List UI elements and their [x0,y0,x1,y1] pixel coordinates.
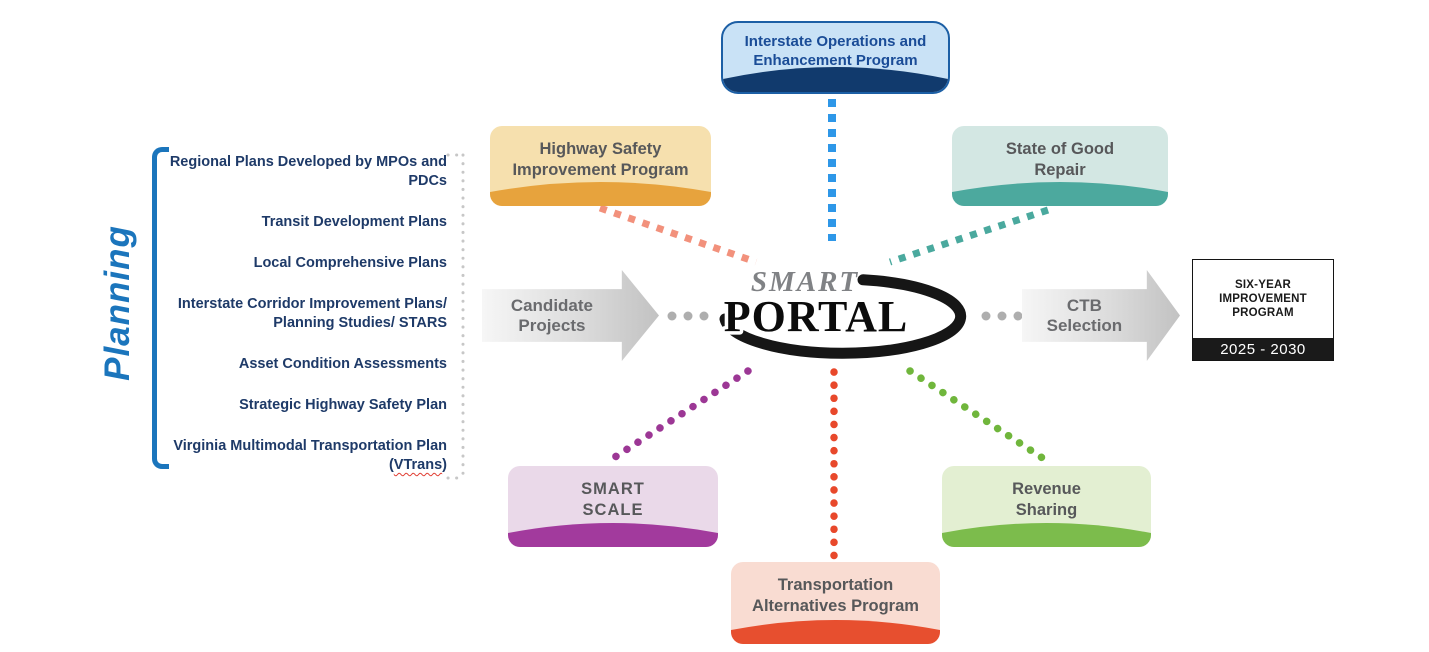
program-box-label: Highway Safety Improvement Program [512,140,689,179]
planning-bracket [152,147,169,469]
smart-portal-logo: SMART PORTAL [719,266,967,359]
planning-item: Local Comprehensive Plans [253,255,447,271]
planning-item-vtrans: Virginia Multimodal Transportation Plan … [167,437,447,475]
vtrans-prefix: Virginia Multimodal Transportation Plan … [173,438,447,473]
program-box-label: Transportation Alternatives Program [752,576,919,615]
ctb-selection-arrow: CTB Selection [1022,270,1180,361]
swoosh-decoration [952,182,1168,206]
planning-rotated-label: Planning [98,225,137,381]
portal-oval-swoosh-icon [719,274,967,359]
swoosh-decoration [508,523,718,547]
program-box-label: Interstate Operations and Enhancement Pr… [744,33,927,69]
syip-box: SIX-YEAR IMPROVEMENT PROGRAM 2025 - 2030 [1192,259,1334,361]
swoosh-decoration [723,67,948,92]
syip-title-text: SIX-YEAR IMPROVEMENT PROGRAM [1219,279,1307,319]
planning-item: Strategic Highway Safety Plan [239,397,447,413]
candidate-projects-arrow: Candidate Projects [482,270,659,361]
program-box-interstate-operations: Interstate Operations and Enhancement Pr… [721,21,950,94]
planning-item: Transit Development Plans [261,214,447,230]
program-box-smart-scale: SMART SCALE [508,466,718,547]
program-box-highway-safety: Highway Safety Improvement Program [490,126,711,206]
syip-years-band: 2025 - 2030 [1193,338,1333,360]
logo-portal-text: PORTAL [724,292,909,341]
planning-item: Regional Plans Developed by MPOs and PDC… [169,154,447,189]
program-box-state-of-good-repair: State of Good Repair [952,126,1168,206]
connector-smart-scale [608,367,752,463]
connector-highway-safety [598,204,758,266]
planning-item: Asset Condition Assessments [238,356,447,372]
candidate-projects-label: Candidate Projects [510,295,593,335]
program-box-transportation-alternatives: Transportation Alternatives Program [731,562,940,644]
vtrans-suffix: ) [442,457,447,473]
swoosh-decoration [942,523,1151,547]
planning-list: Regional Plans Developed by MPOs and PDC… [167,153,447,475]
program-box-label: Revenue Sharing [1012,480,1081,519]
logo-smart-text: SMART [751,266,859,298]
connector-revenue-sharing [906,367,1048,463]
vtrans-word: VTrans [393,457,443,473]
program-box-label: State of Good Repair [1005,140,1115,179]
program-box-revenue-sharing: Revenue Sharing [942,466,1151,547]
swoosh-decoration [490,182,711,206]
syip-title: SIX-YEAR IMPROVEMENT PROGRAM [1193,260,1333,338]
program-box-label: SMART SCALE [581,480,645,519]
ctb-selection-label: CTB Selection [1046,295,1123,335]
planning-item: Interstate Corridor Improvement Plans/ P… [177,296,447,331]
swoosh-decoration [731,620,940,644]
connector-good-repair [888,206,1050,266]
